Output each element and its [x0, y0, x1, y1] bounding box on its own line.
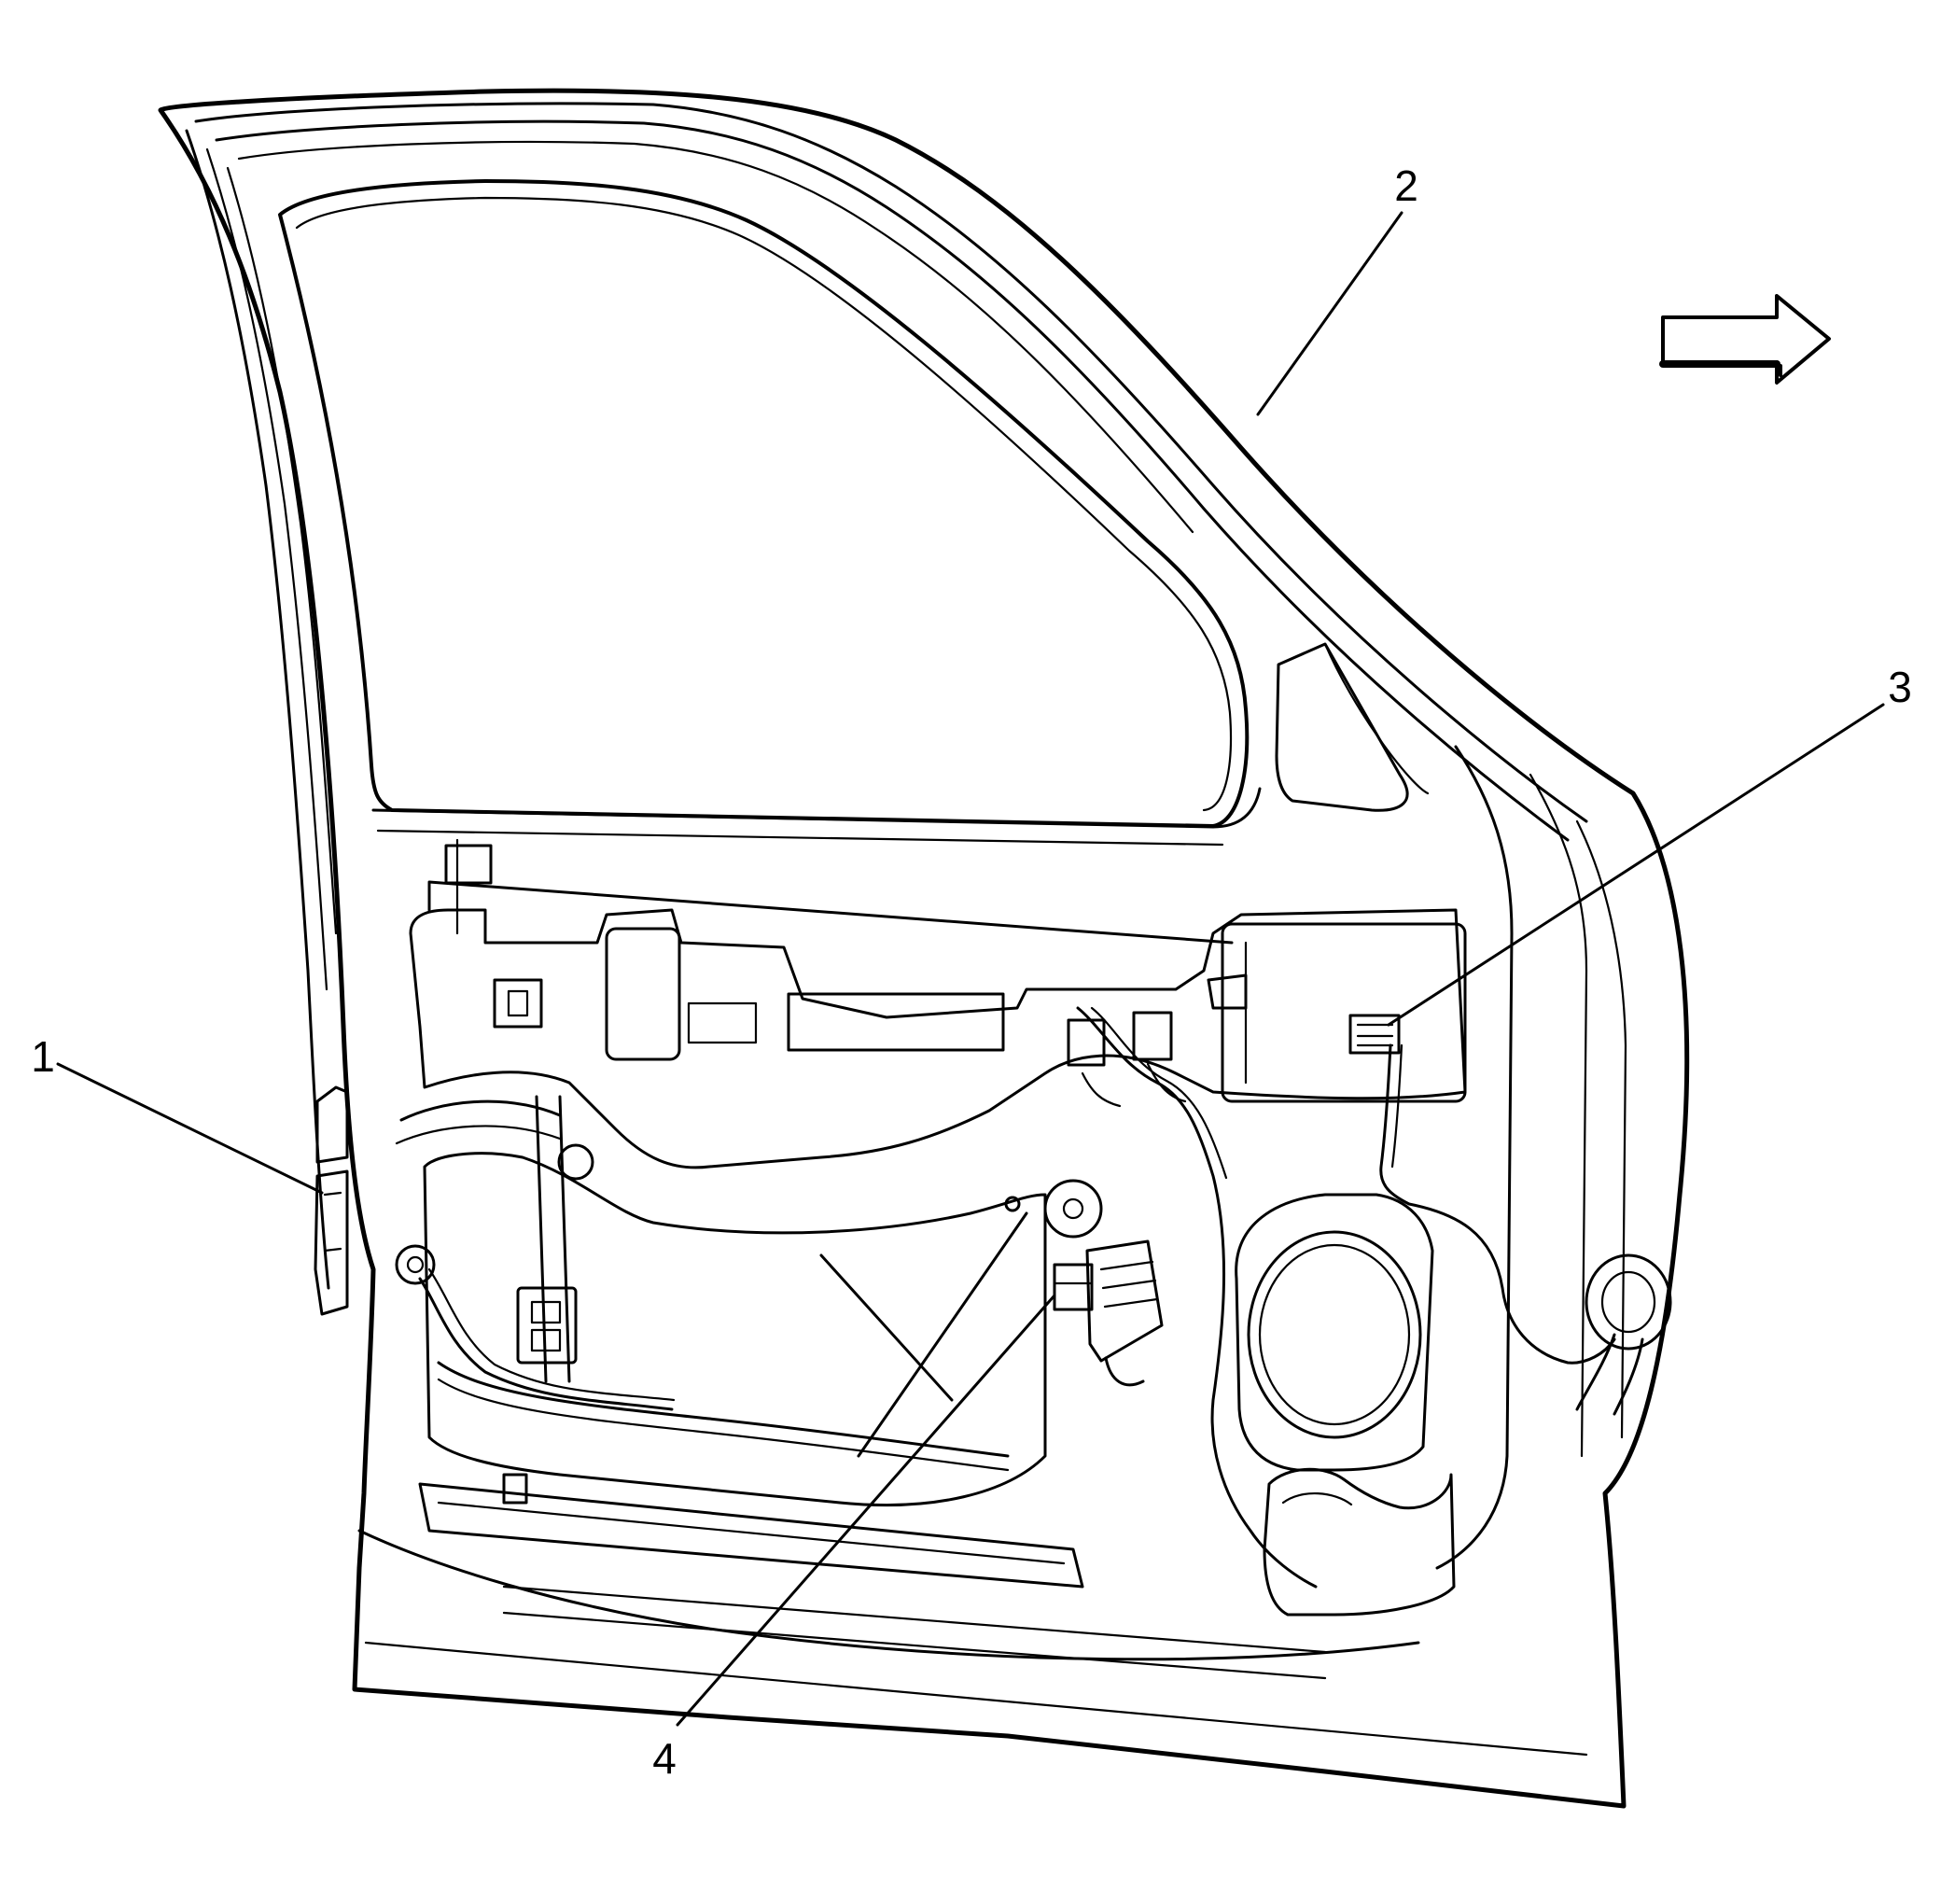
callout-leader-3 [1387, 703, 1885, 1027]
callout-leader-2 [1256, 211, 1403, 416]
callout-label-4: 4 [652, 1734, 677, 1783]
callout-leader-4 [676, 1294, 1056, 1727]
door-outer-shell [158, 88, 1690, 1809]
callout-label-1: 1 [31, 1032, 55, 1081]
inner-panel [395, 838, 1467, 1589]
speaker [1235, 1193, 1456, 1617]
callout-label-3: 3 [1888, 663, 1912, 711]
callout-labels: 1 2 3 4 [31, 161, 1912, 1783]
wiring-harness [418, 1006, 1672, 1589]
window-regulator-motor [1043, 1179, 1164, 1387]
callout-label-2: 2 [1394, 161, 1418, 210]
door-hinges [314, 1085, 349, 1316]
right-arrow-icon [1659, 294, 1831, 385]
callout-leaders [56, 211, 1885, 1727]
small-connectors [395, 844, 1248, 1505]
callout-leader-1 [56, 1062, 324, 1195]
